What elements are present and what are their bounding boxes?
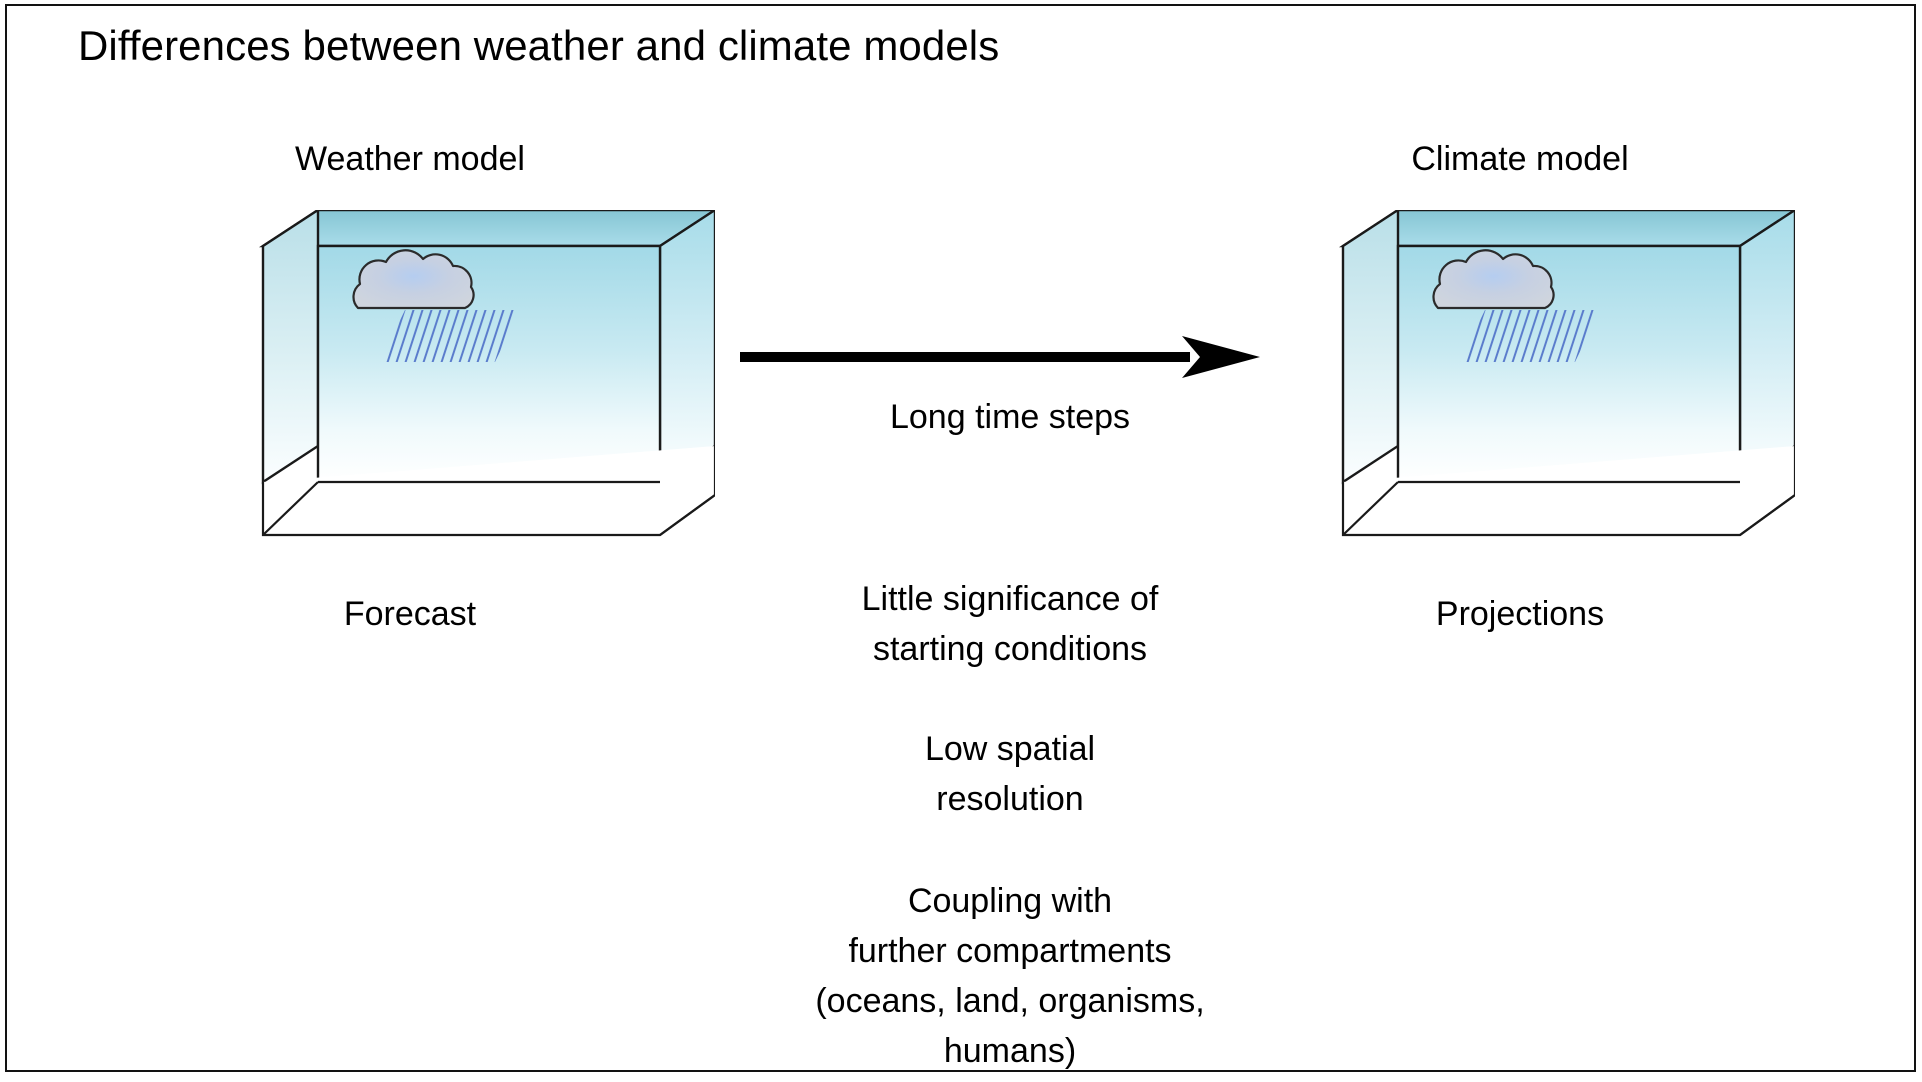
arrow-head [1182, 336, 1260, 378]
cloud-icon [352, 249, 475, 310]
box-top-face [1338, 210, 1795, 248]
box-floor-diagonal-left [1342, 481, 1399, 536]
weather-model-box [245, 210, 715, 550]
arrow-shaft [740, 352, 1190, 362]
climate-model-heading: Climate model [1411, 140, 1629, 178]
rain-field [380, 310, 520, 362]
note-coupling: Coupling with further compartments (ocea… [815, 882, 1205, 1070]
box-left-face [1341, 210, 1400, 485]
cloud-icon [1432, 249, 1555, 310]
box-floor-diagonal-right [1739, 494, 1795, 536]
climate-model-box [1325, 210, 1795, 550]
page-title: Differences between weather and climate … [78, 22, 1000, 69]
box-top-face [258, 210, 715, 248]
weather-model-footer: Forecast [343, 595, 477, 633]
box-right-face [1738, 210, 1795, 485]
box-floor-diagonal-right [659, 494, 715, 536]
climate-model-footer: Projections [1435, 595, 1605, 633]
transition-arrow [740, 332, 1260, 382]
box-left-face [261, 210, 320, 485]
rain-field [1460, 310, 1600, 362]
weather-model-heading: Weather model [295, 140, 525, 178]
box-floor-diagonal-left [262, 481, 319, 536]
note-long-time-steps: Long time steps [889, 398, 1131, 436]
note-spatial-resolution: Low spatial resolution [924, 730, 1096, 818]
note-starting-conditions: Little significance of starting conditio… [861, 580, 1159, 668]
